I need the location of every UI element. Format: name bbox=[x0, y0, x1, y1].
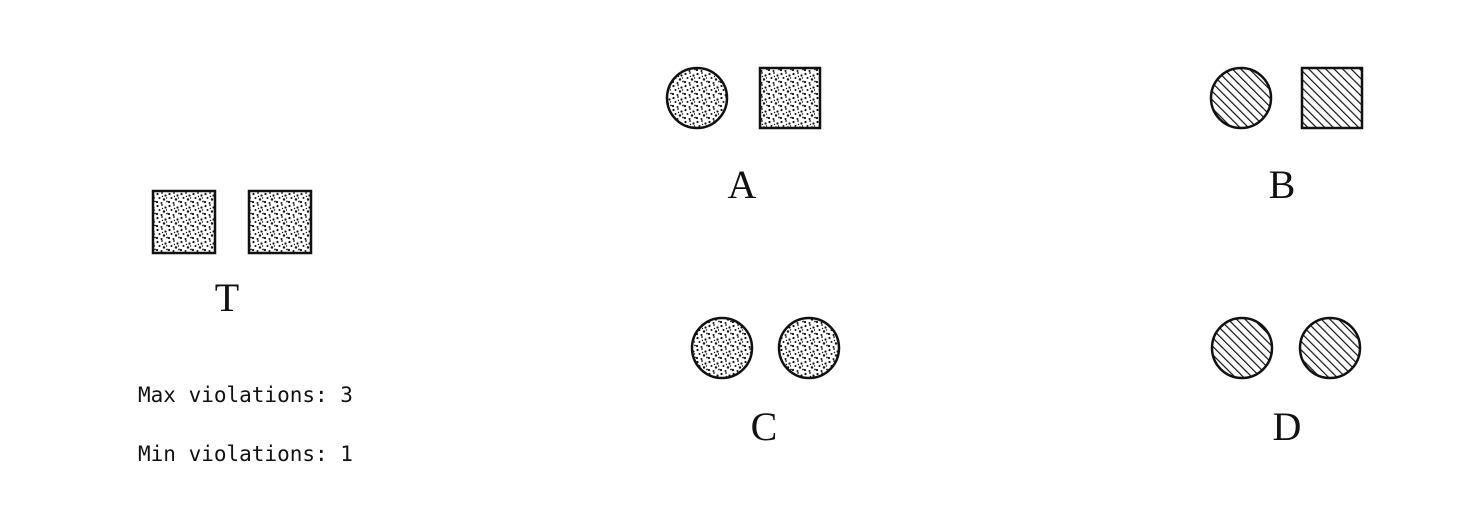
circle-hatched-shape bbox=[1210, 316, 1274, 380]
option-a-shape-2 bbox=[758, 66, 822, 130]
option-a[interactable]: A bbox=[665, 66, 822, 207]
option-d[interactable]: D bbox=[1210, 316, 1362, 449]
square-dotted-shape bbox=[151, 189, 217, 255]
option-b-shape-1 bbox=[1209, 66, 1273, 130]
option-b[interactable]: B bbox=[1209, 66, 1364, 207]
circle-dotted-shape bbox=[777, 316, 841, 380]
option-b-label: B bbox=[1269, 162, 1296, 207]
option-c-shape-2 bbox=[777, 316, 841, 380]
max-violations-text: Max violations: 3 bbox=[138, 383, 353, 407]
option-c-shape-1 bbox=[690, 316, 754, 380]
circle-dotted-shape bbox=[690, 316, 754, 380]
square-dotted-shape bbox=[247, 189, 313, 255]
square-dotted-shape bbox=[758, 66, 822, 130]
target-group: T bbox=[151, 189, 313, 320]
option-a-label: A bbox=[728, 162, 757, 207]
option-c-label: C bbox=[751, 404, 778, 449]
square-hatched-shape bbox=[1300, 66, 1364, 130]
circle-hatched-shape bbox=[1298, 316, 1362, 380]
option-b-shape-2 bbox=[1300, 66, 1364, 130]
option-d-shape-2 bbox=[1298, 316, 1362, 380]
option-c[interactable]: C bbox=[690, 316, 841, 449]
target-shape-2 bbox=[247, 189, 313, 255]
min-violations-text: Min violations: 1 bbox=[138, 442, 353, 466]
option-d-label: D bbox=[1273, 404, 1302, 449]
circle-hatched-shape bbox=[1209, 66, 1273, 130]
option-d-shape-1 bbox=[1210, 316, 1274, 380]
circle-dotted-shape bbox=[665, 66, 729, 130]
target-shape-1 bbox=[151, 189, 217, 255]
target-label: T bbox=[215, 275, 239, 320]
option-a-shape-1 bbox=[665, 66, 729, 130]
